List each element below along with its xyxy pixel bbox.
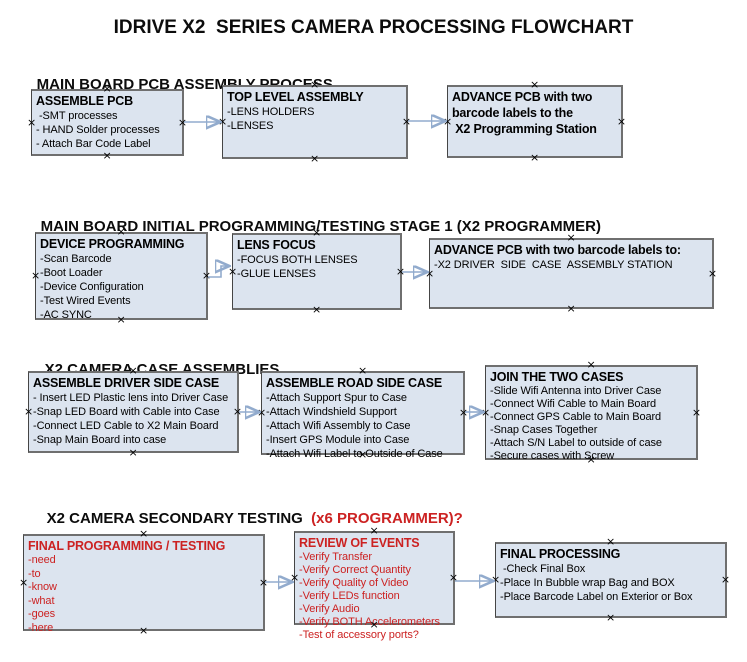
box-item: -Attach Wifi Assembly to Case [266,420,411,432]
box-title: ASSEMBLE ROAD SIDE CASE [266,376,442,390]
box-item: -Slide Wifi Antenna into Driver Case [490,385,662,397]
box-item: - Insert LED Plastic lens into Driver Ca… [33,392,229,404]
box-item: -FOCUS BOTH LENSES [237,254,358,266]
box-item: -goes [28,608,56,620]
box-title: REVIEW OF EVENTS [299,536,420,550]
flow-box-advance-pcb-to-case-assembly[interactable]: × × × × ADVANCE PCB with two barcode lab… [425,232,717,314]
box-item: -Scan Barcode [40,253,112,265]
box-item: -Verify Correct Quantity [299,564,411,576]
box-item: -Connect Wifi Cable to Main Board [490,398,657,410]
box-item: -to [28,567,41,580]
box-title: JOIN THE TWO CASES [490,370,624,384]
box-item: -Place Barcode Label on Exterior or Box [500,591,693,603]
section-heading-4: X2 CAMERA SECONDARY TESTING (x6 PROGRAMM… [30,493,463,544]
box-item: -Secure cases with Screw [490,450,615,462]
box-item: -SMT processes [36,110,118,122]
box-item: -Check Final Box [500,563,586,575]
section-heading-text: X2 CAMERA SECONDARY TESTING [46,510,312,527]
box-title: DEVICE PROGRAMMING [40,237,185,251]
box-item: -Snap Main Board into case [33,434,167,446]
flow-box-device-programming[interactable]: × × × × DEVICE PROGRAMMING -Scan Barcode… [31,226,211,325]
section-heading-red-text: (x6 PROGRAMMER)? [311,510,463,527]
flow-box-review-of-events[interactable]: × × × × REVIEW OF EVENTS -Verify Transfe… [290,525,458,641]
box-item: -Verify LEDs function [299,590,400,602]
box-title: ASSEMBLE PCB [36,94,133,108]
flow-box-final-processing[interactable]: × × × × FINAL PROCESSING -Check Final Bo… [491,536,730,623]
connector-arrow-3[interactable] [208,266,227,278]
box-item: -Device Configuration [40,281,144,293]
flow-box-assemble-driver-side-case[interactable]: × × × × ASSEMBLE DRIVER SIDE CASE - Inse… [24,365,242,458]
box-title: FINAL PROGRAMMING / TESTING [28,539,226,553]
box-title: ADVANCE PCB with two barcode labels to t… [452,90,597,136]
box-item: -Verify BOTH Accelerometers [299,616,440,628]
box-item: -know [28,581,57,593]
box-item: -LENS HOLDERS [227,106,315,118]
box-item: - Attach Bar Code Label [36,138,151,150]
box-item: -GLUE LENSES [237,268,316,280]
section-heading-2: MAIN BOARD INITIAL PROGRAMMING/TESTING S… [24,201,601,252]
flow-box-assemble-road-side-case[interactable]: × × × × ASSEMBLE ROAD SIDE CASE -Attach … [257,365,468,460]
box-item: -Verify Audio [299,603,360,615]
box-item: -need [28,554,56,566]
box-item: -Attach Wifi Label to Outside of Case [266,448,443,460]
box-item: -Snap Cases Together [490,424,598,436]
box-title: FINAL PROCESSING [500,547,621,561]
box-item: -Connect GPS Cable to Main Board [490,411,662,423]
box-item: -Verify Quality of Video [299,577,409,589]
box-item: -Attach Windshield Support [266,406,397,418]
box-item: -Verify Transfer [299,551,372,563]
box-title: ASSEMBLE DRIVER SIDE CASE [33,376,220,390]
box-title: ADVANCE PCB with two barcode labels to: [434,243,681,257]
box-item: -Insert GPS Module into Case [266,434,410,446]
box-item: -Connect LED Cable to X2 Main Board [33,420,219,432]
flow-box-assemble-pcb[interactable]: × × × × ASSEMBLE PCB -SMT processes - HA… [27,83,187,161]
box-item: -Snap LED Board with Cable into Case [33,406,220,418]
section-heading-text: MAIN BOARD INITIAL PROGRAMMING/TESTING S… [40,218,601,235]
flow-box-lens-focus[interactable]: × × × × LENS FOCUS -FOCUS BOTH LENSES -G… [228,227,405,315]
box-item: -here [28,621,54,634]
box-item: -X2 DRIVER SIDE CASE ASSEMBLY STATION [434,259,673,271]
box-title: LENS FOCUS [237,238,316,252]
box-title: TOP LEVEL ASSEMBLY [227,90,364,104]
box-item: -Place In Bubble wrap Bag and BOX [500,577,675,589]
flow-box-join-the-two-cases[interactable]: × × × × JOIN THE TWO CASES -Slide Wifi A… [481,359,701,465]
box-item: -LENSES [227,120,274,132]
box-item: -Test Wired Events [40,295,131,307]
flow-box-final-programming-testing[interactable]: × × × × FINAL PROGRAMMING / TESTING -nee… [19,528,268,636]
box-item: -Test of accessory ports? [299,629,419,641]
box-item: -what [28,594,55,607]
page-title: IDRIVE X2 SERIES CAMERA PROCESSING FLOWC… [113,17,634,38]
box-item: - HAND Solder processes [36,124,160,136]
box-item: -Boot Loader [40,267,103,279]
box-item: -AC SYNC [40,309,92,321]
box-item: -Attach Support Spur to Case [266,392,407,404]
box-item: -Attach S/N Label to outside of case [490,437,662,449]
flow-box-advance-pcb-to-programming-station[interactable]: × × × × ADVANCE PCB with two barcode lab… [443,79,626,163]
